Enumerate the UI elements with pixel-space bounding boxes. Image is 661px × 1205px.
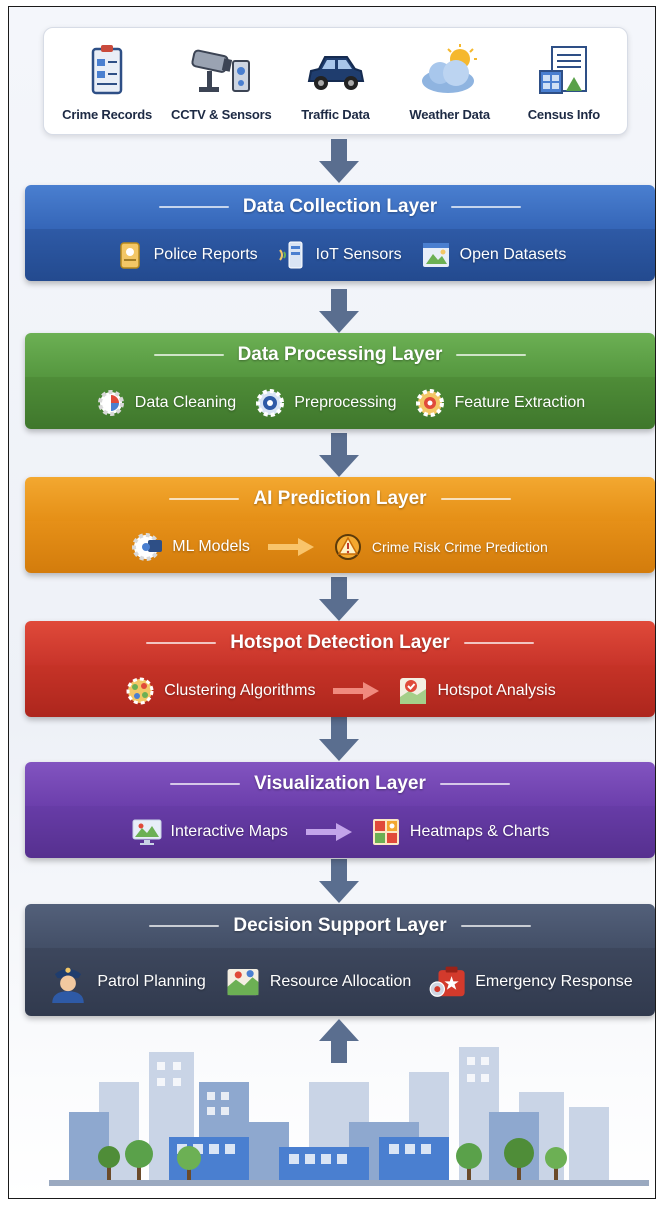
source-label: Traffic Data — [301, 107, 370, 122]
title-rule — [451, 206, 522, 208]
item-label: Preprocessing — [294, 394, 397, 411]
item-label: Interactive Maps — [170, 823, 288, 840]
down-arrow — [319, 433, 359, 477]
down-arrow — [319, 717, 359, 761]
layer-title: Decision Support Layer — [233, 915, 447, 936]
title-rule — [439, 783, 510, 785]
dataset-icon — [422, 243, 449, 267]
emergency-kit-icon — [429, 966, 465, 997]
down-arrow — [319, 859, 359, 903]
layer-title: AI Prediction Layer — [253, 488, 427, 509]
flow-arrow-icon — [333, 682, 380, 700]
report-icon — [119, 242, 140, 269]
item-label: IoT Sensors — [315, 246, 402, 263]
title-rule — [463, 642, 534, 644]
down-arrow — [319, 577, 359, 621]
source-census-info: Census Info — [509, 43, 619, 122]
layer-ai-prediction: AI Prediction Layer ML Models — [25, 477, 655, 573]
item-label: Heatmaps & Charts — [409, 823, 550, 840]
cloud-sun-icon — [421, 44, 477, 93]
up-arrow — [319, 1019, 359, 1063]
source-label: Census Info — [527, 107, 600, 122]
title-rule — [149, 925, 220, 927]
item-label: Emergency Response — [475, 973, 633, 990]
layer-visualization: Visualization Layer Interactive Maps — [25, 762, 655, 858]
diagram-frame: Crime Records CCTV & Sensors Tra — [8, 6, 656, 1199]
sensor-icon — [278, 241, 303, 269]
layer-decision-support: Decision Support Layer Patrol Planning — [25, 904, 655, 1016]
source-cctv-sensors: CCTV & Sensors — [166, 43, 276, 122]
police-officer-icon — [52, 967, 85, 1003]
item-iot-sensors: IoT Sensors — [276, 239, 402, 271]
hotspot-map-icon — [400, 678, 427, 704]
item-patrol-planning: Patrol Planning — [47, 961, 206, 1003]
item-heatmaps-charts: Heatmaps & Charts — [370, 816, 550, 848]
layer-title: Visualization Layer — [254, 773, 426, 794]
title-rule — [169, 498, 240, 500]
item-label: Data Cleaning — [134, 394, 237, 411]
item-feature-extraction: Feature Extraction — [414, 387, 585, 419]
source-label: CCTV & Sensors — [171, 107, 272, 122]
preprocessing-icon — [256, 389, 285, 417]
layer-title: Hotspot Detection Layer — [230, 632, 450, 653]
item-crime-risk-prediction: Crime Risk Crime Prediction — [332, 531, 548, 563]
layer-data-processing: Data Processing Layer Data Cleaning Prep… — [25, 333, 655, 429]
car-icon — [308, 56, 365, 90]
layer-hotspot-detection: Hotspot Detection Layer Clustering Algor… — [25, 621, 655, 717]
source-label: Weather Data — [409, 107, 490, 122]
item-resource-allocation: Resource Allocation — [224, 963, 411, 1001]
monitor-map-icon — [132, 819, 161, 845]
item-clustering-algorithms: Clustering Algorithms — [124, 675, 315, 707]
item-ml-models: ML Models — [132, 531, 250, 563]
item-label: Clustering Algorithms — [164, 682, 316, 699]
title-rule — [456, 354, 527, 356]
down-arrow — [319, 289, 359, 333]
flow-arrow-icon — [267, 538, 314, 556]
item-interactive-maps: Interactive Maps — [131, 816, 288, 848]
source-label: Crime Records — [62, 107, 153, 122]
item-label: Crime Risk Crime Prediction — [371, 539, 548, 555]
item-police-reports: Police Reports — [114, 239, 258, 271]
feature-gear-icon — [416, 389, 445, 417]
item-label: Open Datasets — [459, 246, 567, 263]
clipboard-icon — [91, 45, 123, 95]
title-rule — [153, 354, 224, 356]
layer-title: Data Processing Layer — [237, 344, 443, 365]
ml-model-icon — [132, 533, 163, 561]
title-rule — [440, 498, 511, 500]
risk-warning-icon — [334, 534, 361, 560]
item-label: Hotspot Analysis — [437, 682, 556, 699]
item-open-datasets: Open Datasets — [420, 239, 567, 271]
data-sources-panel: Crime Records CCTV & Sensors Tra — [43, 27, 628, 135]
layer-title: Data Collection Layer — [242, 196, 438, 217]
item-label: Patrol Planning — [97, 973, 206, 990]
census-chart-icon — [538, 46, 587, 94]
source-traffic-data: Traffic Data — [280, 43, 390, 122]
item-label: Feature Extraction — [454, 394, 586, 411]
resource-map-icon — [227, 968, 259, 996]
heatmap-icon — [372, 819, 399, 845]
item-data-cleaning: Data Cleaning — [95, 387, 236, 419]
title-rule — [460, 925, 531, 927]
title-rule — [146, 642, 217, 644]
down-arrow — [319, 139, 359, 183]
cctv-camera-icon — [191, 49, 251, 92]
layer-data-collection: Data Collection Layer Police Reports IoT… — [25, 185, 655, 281]
cleaning-gear-icon — [97, 390, 124, 416]
item-preprocessing: Preprocessing — [254, 387, 396, 419]
item-label: Police Reports — [153, 246, 258, 263]
city-skyline-illustration — [49, 1047, 649, 1186]
flow-arrow-icon — [305, 823, 352, 841]
source-weather-data: Weather Data — [395, 43, 505, 122]
item-hotspot-analysis: Hotspot Analysis — [397, 675, 556, 707]
clustering-icon — [126, 677, 154, 705]
title-rule — [158, 206, 229, 208]
item-label: ML Models — [172, 538, 250, 555]
source-crime-records: Crime Records — [52, 43, 162, 122]
item-label: Resource Allocation — [269, 973, 412, 990]
title-rule — [170, 783, 241, 785]
item-emergency-response: Emergency Response — [429, 963, 633, 1001]
